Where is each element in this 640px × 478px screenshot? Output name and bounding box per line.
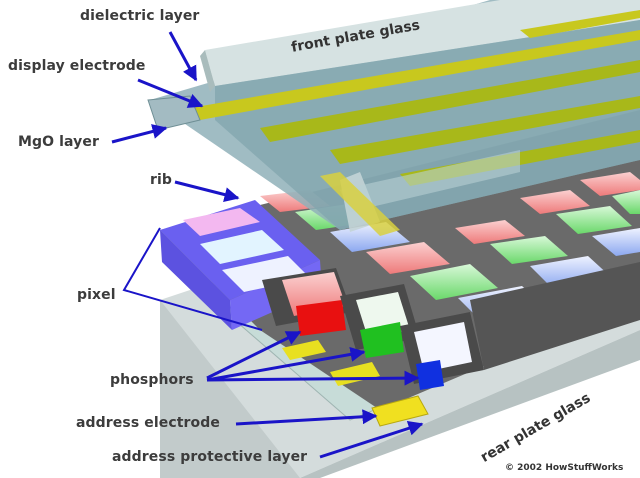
copyright-notice: © 2002 HowStuffWorks [505,463,624,473]
label-mgo-layer: MgO layer [18,134,99,150]
label-display-electrode: display electrode [8,58,146,74]
label-rib: rib [150,172,173,188]
callout-arrows [111,31,424,459]
label-pixel: pixel [77,287,116,303]
label-address-protective-layer: address protective layer [112,449,308,465]
label-phosphors: phosphors [110,372,194,388]
front-plate-glass [147,0,640,236]
label-dielectric-layer: dielectric layer [80,8,200,24]
front-cutaway-cells [262,262,640,390]
label-address-electrode: address electrode [76,415,220,431]
